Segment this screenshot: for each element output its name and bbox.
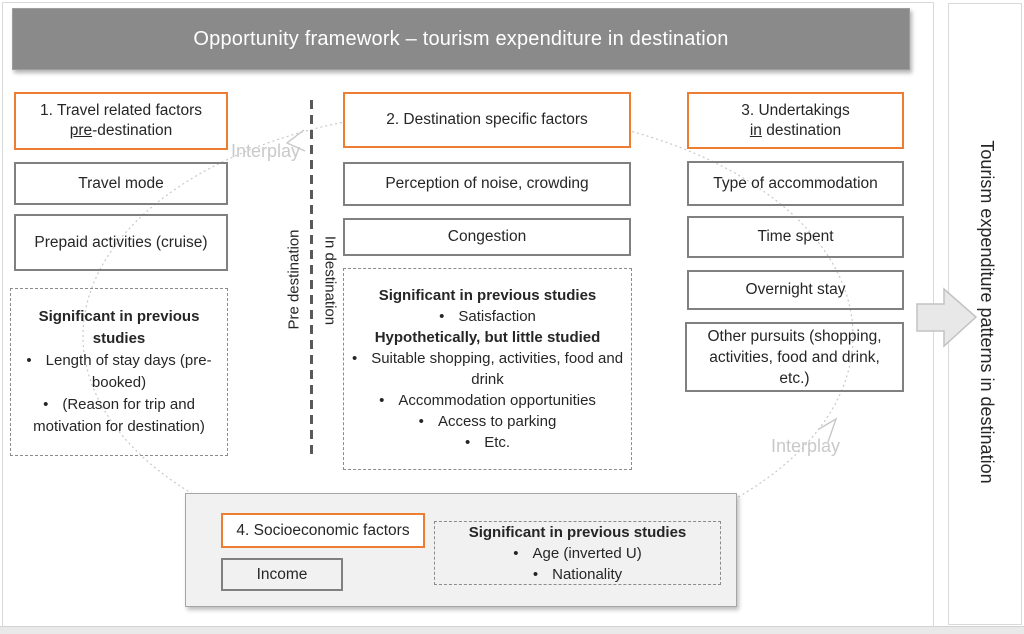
item-box-prepaid-activities: Prepaid activities (cruise) (14, 214, 228, 271)
studies-box-socioeconomic: Significant in previous studies Age (inv… (434, 521, 721, 585)
outcome-label: Tourism expenditure patterns in destinat… (977, 140, 997, 484)
list-item: Access to parking (350, 411, 625, 432)
list-item: Suitable shopping, activities, food and … (350, 348, 625, 390)
in-destination-label: In destination (321, 235, 339, 326)
item-box-time-spent: Time spent (687, 216, 904, 258)
pre-destination-label: Pre destination (285, 229, 303, 330)
studies-box-destination: Significant in previous studies Satisfac… (343, 268, 632, 470)
factor-box-travel-related: 1. Travel related factors pre-destinatio… (14, 92, 228, 150)
header-bar: Opportunity framework – tourism expendit… (12, 8, 910, 70)
list-item: Satisfaction (350, 306, 625, 327)
page-title: Opportunity framework – tourism expendit… (193, 27, 729, 50)
item-box-travel-mode: Travel mode (14, 162, 228, 205)
item-box-income: Income (221, 558, 343, 591)
studies-heading: Hypothetically, but little studied (374, 329, 601, 346)
interplay-label-top: Interplay (231, 141, 301, 161)
page-bottom-edge (0, 626, 1024, 634)
item-box-perception-noise: Perception of noise, crowding (343, 162, 631, 206)
list-item: (Reason for trip and motivation for dest… (17, 394, 221, 438)
studies-heading: Significant in previous studies (468, 523, 687, 541)
interplay-label-bottom: Interplay (771, 436, 841, 456)
list-item: Length of stay days (pre-booked) (17, 350, 221, 394)
factor-box-travel-related-label: 1. Travel related factors pre-destinatio… (40, 102, 202, 139)
list-item: Nationality (441, 564, 714, 585)
studies-heading: Significant in previous studies (378, 287, 597, 304)
list-item: Etc. (350, 432, 625, 453)
list-item: Age (inverted U) (441, 543, 714, 564)
studies-box-pre-destination: Significant in previous studies Length o… (10, 288, 228, 456)
item-box-congestion: Congestion (343, 218, 631, 256)
item-box-other-pursuits: Other pursuits (shopping, activities, fo… (685, 322, 904, 392)
factor-box-socioeconomic: 4. Socioeconomic factors (221, 513, 425, 548)
factor-box-undertakings: 3. Undertakings in destination (687, 92, 904, 149)
pre-in-destination-divider (310, 100, 313, 456)
factor-box-destination-specific: 2. Destination specific factors (343, 92, 631, 148)
socioeconomic-panel: 4. Socioeconomic factors Income Signific… (185, 493, 737, 607)
item-box-overnight-stay: Overnight stay (687, 270, 904, 310)
studies-heading: Significant in previous studies (38, 308, 200, 347)
list-item: Accommodation opportunities (350, 390, 625, 411)
item-box-type-of-accommodation: Type of accommodation (687, 161, 904, 206)
factor-box-undertakings-label: 3. Undertakings in destination (741, 101, 850, 139)
